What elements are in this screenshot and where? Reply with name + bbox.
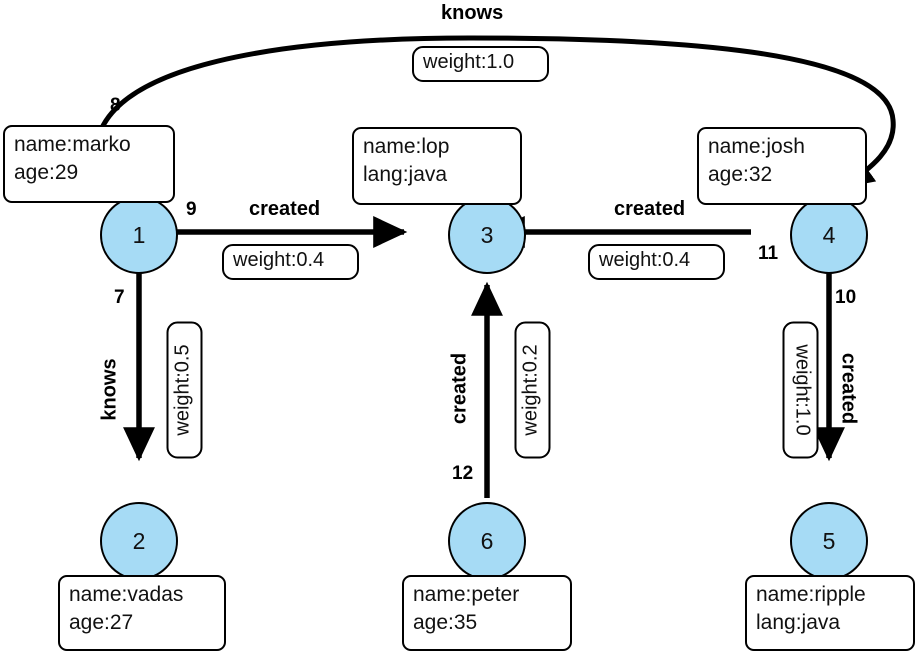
node-5-prop-attr: lang:java	[756, 610, 841, 634]
edge-8-path	[93, 35, 896, 189]
node-3-prop-name: name:lop	[363, 135, 450, 158]
node-5[interactable]: 5	[790, 502, 868, 580]
edge-8-label: knows	[441, 2, 504, 24]
node-4-label: 4	[822, 221, 836, 248]
node-1-prop-name: name:marko	[14, 133, 131, 156]
node-3[interactable]: 3	[448, 196, 526, 274]
edge-7-weight: weight:0.5	[166, 321, 203, 459]
node-3-properties: name:lop lang:java	[352, 127, 522, 205]
node-1-label: 1	[132, 221, 146, 248]
node-1-prop-attr: age:29	[14, 160, 79, 184]
edge-8-weight: weight:1.0	[412, 46, 549, 82]
node-3-prop-attr: lang:java	[363, 162, 448, 186]
edge-11-label: created	[614, 198, 686, 220]
node-2[interactable]: 2	[100, 502, 178, 580]
edge-11-weight: weight:0.4	[588, 244, 725, 280]
node-5-properties: name:ripple lang:java	[745, 575, 915, 651]
edge-10-weight: weight:1.0	[782, 321, 819, 459]
node-4-prop-attr: age:32	[708, 162, 773, 186]
node-1-properties: name:marko age:29	[3, 125, 175, 203]
node-2-prop-name: name:vadas	[69, 583, 184, 606]
edge-12-label: created	[448, 352, 471, 425]
node-6[interactable]: 6	[448, 502, 526, 580]
node-3-label: 3	[480, 221, 494, 248]
node-4-properties: name:josh age:32	[697, 127, 867, 205]
node-6-label: 6	[480, 527, 494, 554]
edge-10-id: 10	[835, 287, 857, 308]
node-6-properties: name:peter age:35	[402, 575, 572, 651]
node-2-prop-attr: age:27	[69, 610, 134, 634]
edge-7-label: knows	[98, 358, 121, 421]
edge-9-label: created	[249, 198, 321, 220]
node-2-properties: name:vadas age:27	[58, 575, 226, 651]
edge-8-id: 8	[110, 95, 121, 116]
node-6-prop-attr: age:35	[413, 610, 478, 634]
edge-12-weight: weight:0.2	[514, 321, 551, 459]
node-4[interactable]: 4	[790, 196, 868, 274]
node-5-prop-name: name:ripple	[756, 583, 866, 606]
edge-12-id: 12	[452, 463, 474, 484]
node-2-label: 2	[132, 527, 146, 554]
edge-7-id: 7	[114, 287, 125, 308]
edge-10-label: created	[837, 352, 860, 425]
edge-9-id: 9	[186, 199, 197, 220]
node-6-prop-name: name:peter	[413, 583, 520, 606]
edge-11-id: 11	[758, 243, 779, 264]
node-1[interactable]: 1	[100, 196, 178, 274]
node-4-prop-name: name:josh	[708, 135, 805, 158]
edge-9-weight: weight:0.4	[222, 244, 359, 280]
node-5-label: 5	[822, 527, 836, 554]
